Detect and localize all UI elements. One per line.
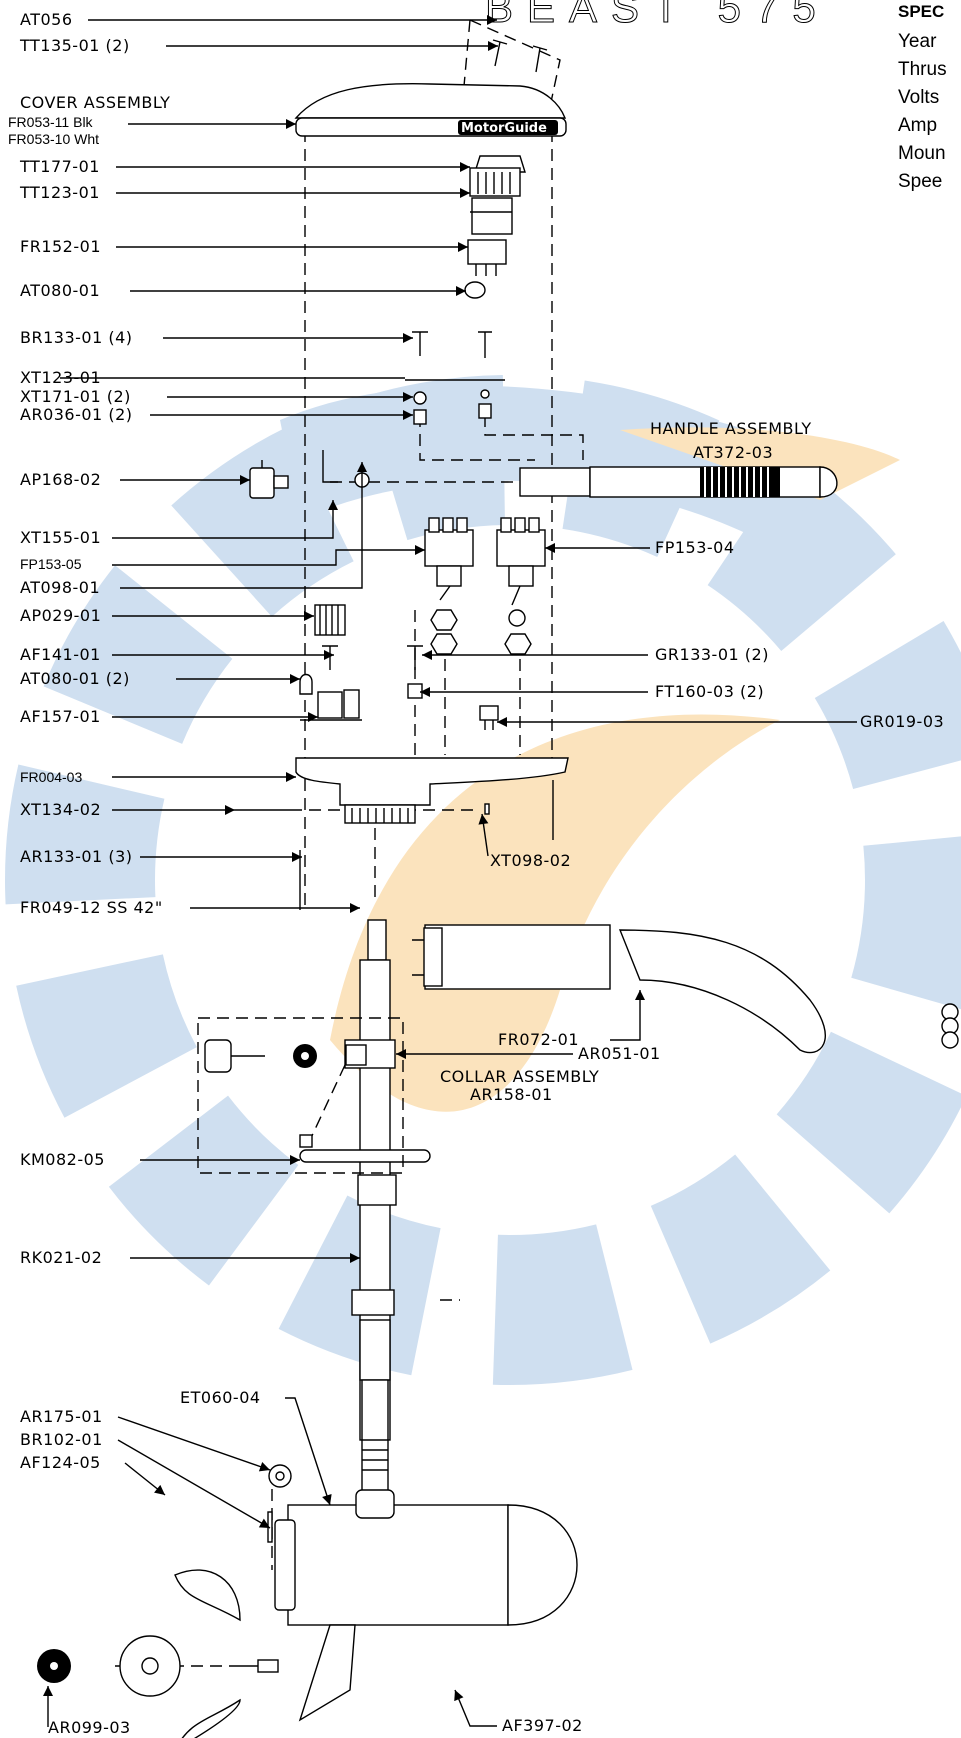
- part-label: BR102-01: [20, 1430, 103, 1449]
- part-label: FR049-12 SS 42": [20, 898, 163, 917]
- part-label: BR133-01 (4): [20, 328, 133, 347]
- diagram-title: BEAST 575: [485, 0, 830, 31]
- assembly-title: COLLAR ASSEMBLY: [440, 1067, 599, 1086]
- spec-heading: SPEC: [898, 2, 944, 21]
- motorguide-logo: [458, 120, 558, 135]
- shaft-assembly: [299, 919, 826, 1501]
- part-label: AT080-01: [20, 281, 100, 300]
- part-label: AF124-05: [20, 1453, 101, 1472]
- assembly-title: COVER ASSEMBLY: [20, 93, 170, 112]
- part-label: AT372-03: [693, 443, 773, 462]
- spec-item: Thrus: [898, 59, 947, 80]
- part-label: GR133-01 (2): [655, 645, 769, 664]
- part-label: AT056: [20, 10, 73, 29]
- top-screws: [492, 39, 548, 73]
- part-label: KM082-05: [20, 1150, 105, 1169]
- part-label: FP153-04: [655, 538, 735, 557]
- part-label: XT098-02: [490, 851, 571, 870]
- part-label: XT155-01: [20, 528, 101, 547]
- part-label: FR053-10 Wht: [8, 131, 99, 147]
- part-label: XT123-01: [20, 368, 101, 387]
- part-label: TT177-01: [19, 157, 100, 176]
- speed-control-parts: [464, 155, 526, 299]
- part-label: AR099-03: [48, 1718, 131, 1737]
- part-label: AR051-01: [578, 1044, 661, 1063]
- part-label: TT135-01 (2): [19, 36, 130, 55]
- mounting-hardware: [405, 331, 505, 425]
- spec-item: Year: [898, 31, 937, 52]
- part-label: FR152-01: [20, 237, 101, 256]
- part-label: AR158-01: [470, 1085, 553, 1104]
- part-label: AT098-01: [20, 578, 100, 597]
- spec-item: Volts: [898, 87, 939, 108]
- part-label: AR133-01 (3): [20, 847, 132, 866]
- cover-assembly: MotorGuide: [294, 83, 567, 137]
- part-label: GR019-03: [860, 712, 944, 731]
- brand-label: MotorGuide: [461, 121, 547, 136]
- part-label: FR004-03: [20, 769, 82, 785]
- part-label: XT171-01 (2): [20, 387, 131, 406]
- spec-item: Moun: [898, 143, 946, 164]
- part-label: AR175-01: [20, 1407, 103, 1426]
- handle-assembly: [519, 466, 838, 498]
- chain-icon: [941, 1003, 959, 1049]
- collar-assembly: [197, 1017, 404, 1174]
- part-label: AF141-01: [20, 645, 101, 664]
- part-labels: AT056 TT135-01 (2) COVER ASSEMBLY FR053-…: [8, 10, 944, 1737]
- part-label: AR036-01 (2): [20, 405, 132, 424]
- lower-hardware: [299, 604, 499, 730]
- part-label: TT123-01: [19, 183, 100, 202]
- part-label: FP153-05: [20, 556, 82, 572]
- base-housing: [235, 757, 569, 910]
- part-label: AF157-01: [20, 707, 101, 726]
- spec-item: Amp: [898, 115, 937, 136]
- part-label: AT080-01 (2): [20, 669, 130, 688]
- part-label: FR072-01: [498, 1030, 579, 1049]
- assembly-title: HANDLE ASSEMBLY: [650, 419, 812, 438]
- motor-assembly: [37, 1464, 578, 1738]
- part-label: ET060-04: [180, 1388, 261, 1407]
- part-label: XT134-02: [20, 800, 101, 819]
- part-label: AF397-02: [502, 1716, 583, 1735]
- part-label: FR053-11 Blk: [8, 114, 94, 130]
- part-label: FT160-03 (2): [655, 682, 764, 701]
- leader-lines: [43, 15, 857, 1727]
- part-label: RK021-02: [20, 1248, 102, 1267]
- spec-item: Spee: [898, 171, 942, 192]
- part-label: AP029-01: [20, 606, 101, 625]
- part-label: AP168-02: [20, 470, 101, 489]
